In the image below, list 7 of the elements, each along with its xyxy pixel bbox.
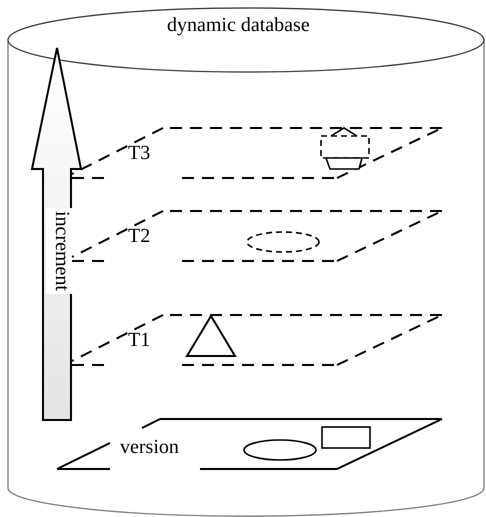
layer-label: version (120, 436, 179, 458)
database-title: dynamic database (167, 14, 310, 36)
arrow-label: increment (46, 208, 74, 294)
layer-label: T3 (128, 142, 150, 164)
layer-label: T1 (128, 329, 150, 351)
layer-label: T2 (128, 225, 150, 247)
increment-arrow (30, 46, 84, 424)
